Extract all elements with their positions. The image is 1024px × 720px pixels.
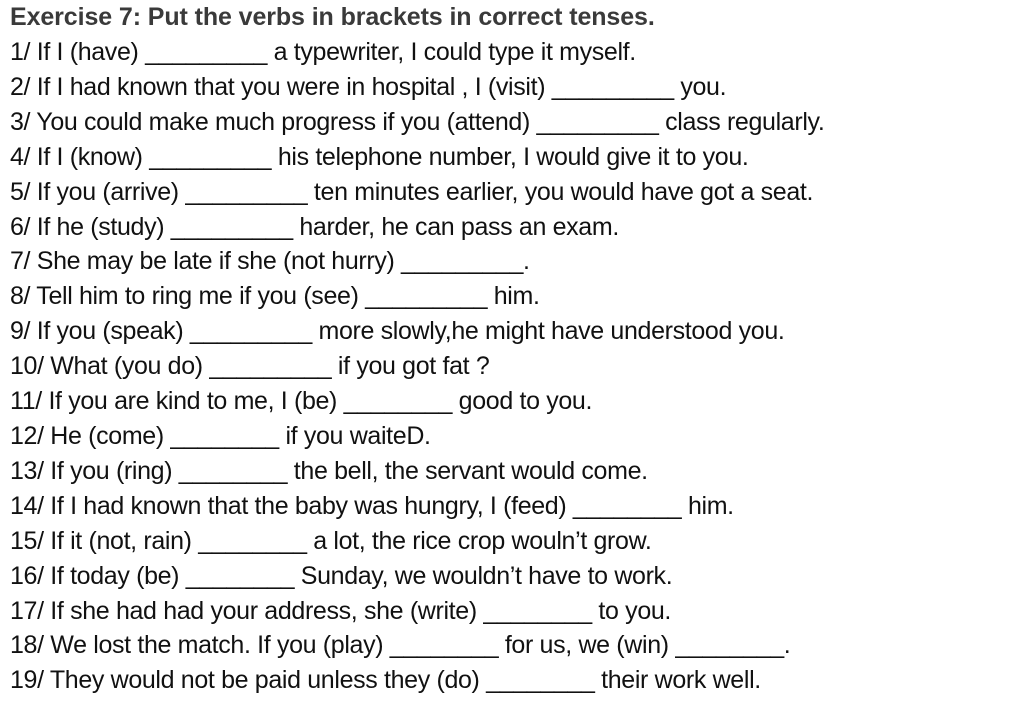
- exercise-item-13: 13/ If you (ring) ________ the bell, the…: [10, 456, 648, 485]
- exercise-item-4: 4/ If I (know) _________ his telephone n…: [10, 142, 749, 171]
- exercise-item-list: 1/ If I (have) _________ a typewriter, I…: [10, 35, 825, 698]
- exercise-item-5: 5/ If you (arrive) _________ ten minutes…: [10, 177, 814, 206]
- exercise-item-15: 15/ If it (not, rain) ________ a lot, th…: [10, 526, 652, 555]
- exercise-title: Exercise 7: Put the verbs in brackets in…: [10, 3, 655, 31]
- exercise-item-8: 8/ Tell him to ring me if you (see) ____…: [10, 282, 540, 311]
- exercise-item-1: 1/ If I (have) _________ a typewriter, I…: [10, 38, 636, 66]
- exercise-item-2: 2/ If I had known that you were in hospi…: [10, 72, 727, 101]
- exercise-item-16: 16/ If today (be) ________ Sunday, we wo…: [10, 561, 673, 590]
- exercise-item-11: 11/ If you are kind to me, I (be) ______…: [10, 387, 593, 416]
- exercise-item-6: 6/ If he (study) _________ harder, he ca…: [10, 212, 619, 241]
- exercise-item-18: 18/ We lost the match. If you (play) ___…: [10, 631, 791, 660]
- exercise-item-3: 3/ You could make much progress if you (…: [10, 107, 825, 136]
- exercise-item-7: 7/ She may be late if she (not hurry) __…: [10, 247, 530, 276]
- exercise-item-19: 19/ They would not be paid unless they (…: [10, 666, 761, 695]
- exercise-item-14: 14/ If I had known that the baby was hun…: [10, 491, 734, 520]
- exercise-item-9: 9/ If you (speak) _________ more slowly,…: [10, 317, 785, 346]
- exercise-item-12: 12/ He (come) ________ if you waiteD.: [10, 421, 431, 450]
- exercise-item-10: 10/ What (you do) _________ if you got f…: [10, 352, 490, 381]
- exercise-item-17: 17/ If she had had your address, she (wr…: [10, 596, 672, 625]
